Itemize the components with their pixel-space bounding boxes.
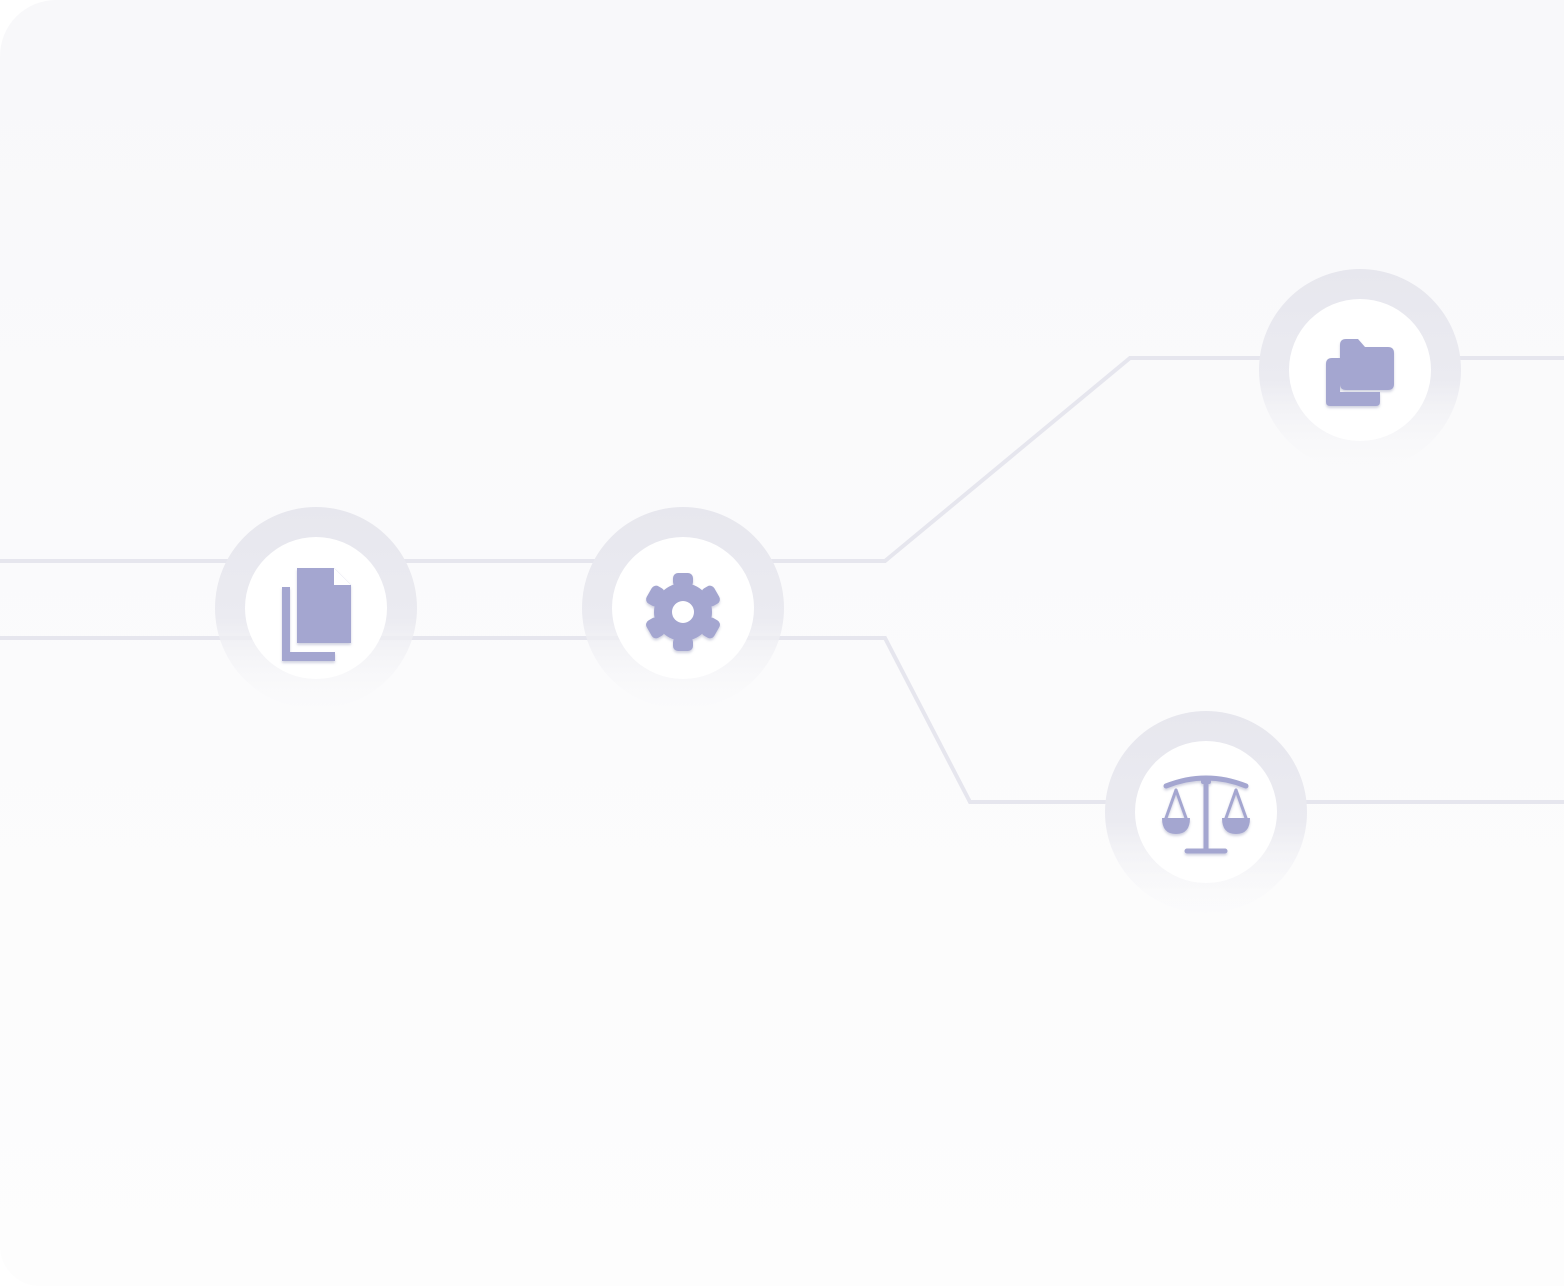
node-documents[interactable] [215, 507, 417, 709]
gear-icon [646, 573, 720, 651]
node-folders[interactable] [1259, 269, 1461, 471]
node-legal[interactable] [1105, 711, 1307, 913]
documents-icon [282, 568, 351, 661]
scales-icon [1162, 775, 1250, 854]
node-settings[interactable] [582, 507, 784, 709]
folders-icon [1326, 339, 1394, 406]
